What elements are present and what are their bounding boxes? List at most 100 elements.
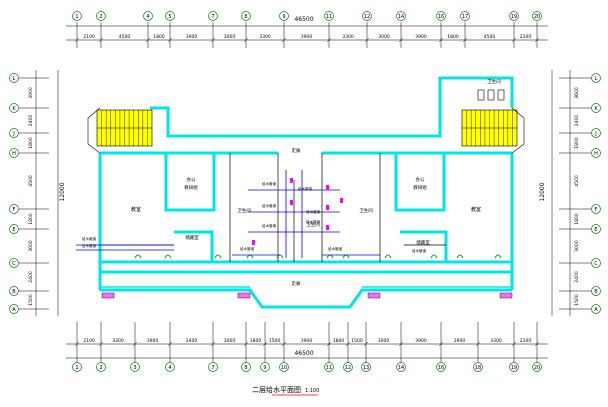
grid-bubble-top xyxy=(165,11,175,21)
bay-east xyxy=(511,107,525,154)
dim-text-top: 3000 xyxy=(224,34,236,40)
total-dim-bottom: 46500 xyxy=(294,350,313,357)
dim-text-bottom: 3400 xyxy=(186,338,198,344)
room-label-center-right: 卫生间 xyxy=(359,207,373,214)
grid-label-left: K xyxy=(12,106,16,112)
grid-bubble-top xyxy=(241,11,251,21)
grid-bubble-right xyxy=(591,204,601,214)
grid-label-left: F xyxy=(13,207,16,213)
wall xyxy=(150,76,514,138)
grid-bubble-bottom xyxy=(324,362,334,372)
drawing-scale: 1:100 xyxy=(305,388,319,394)
grid-label-top: 11 xyxy=(326,14,332,20)
dim-tick-top xyxy=(167,37,173,43)
dim-text-right: 2400 xyxy=(574,115,580,127)
room-label-corridor-top: 走廊 xyxy=(292,147,301,154)
grid-bubble-bottom xyxy=(279,362,289,372)
grid-bubble-bottom xyxy=(361,362,371,372)
grid-label-left: L xyxy=(13,76,16,82)
grid-label-bottom: 7 xyxy=(211,365,214,371)
dim-tick-bottom xyxy=(243,341,249,347)
grid-label-right: B xyxy=(594,289,598,295)
wall xyxy=(164,153,216,212)
grid-bubble-bottom xyxy=(532,362,542,372)
room-label-west-office: 办公 xyxy=(187,176,196,183)
dim-text-bottom: 1500 xyxy=(351,338,363,344)
grid-bubble-bottom xyxy=(396,362,406,372)
dim-text-top: 4500 xyxy=(484,34,496,40)
drawing-title: 二层给水平面图 xyxy=(252,385,301,394)
grid-bubble-bottom xyxy=(473,362,483,372)
room-label-east-annex: 卫生间 xyxy=(487,78,501,85)
dim-text-bottom: 3000 xyxy=(224,338,236,344)
grid-bubble-left xyxy=(9,148,19,158)
dim-text-left: 1800 xyxy=(28,137,34,149)
grid-bubble-top xyxy=(208,11,218,21)
dim-tick-top xyxy=(98,37,104,43)
grid-bubble-right xyxy=(591,148,601,158)
dim-tick-bottom xyxy=(210,341,216,347)
door-arc xyxy=(164,254,172,259)
room-label-west-office2: 教研组 xyxy=(184,184,198,191)
pipe-label: 给水管道 xyxy=(82,243,96,248)
dim-text-right: 1500 xyxy=(574,294,580,306)
grid-bubble-bottom xyxy=(241,362,251,372)
grid-label-left: A xyxy=(12,307,16,313)
dim-text-bottom: 3900 xyxy=(147,338,159,344)
grid-bubble-top xyxy=(279,11,289,21)
grid-label-right: H xyxy=(594,151,598,157)
grid-bubble-right xyxy=(591,258,601,268)
grid-label-top: 20 xyxy=(534,14,540,20)
pink-fixture xyxy=(237,292,251,299)
dim-text-top: 3900 xyxy=(415,34,427,40)
pipe-label: 给水管道 xyxy=(262,203,276,208)
grid-bubble-top xyxy=(532,11,542,21)
door-arc xyxy=(246,254,254,259)
pipe-label: 给水管道 xyxy=(328,246,342,251)
grid-label-bottom: 8 xyxy=(244,365,247,371)
grid-label-bottom: 18 xyxy=(475,365,481,371)
pipe-label: 给水管道 xyxy=(306,219,320,224)
dim-text-left: 2400 xyxy=(28,115,34,127)
grid-label-bottom: 20 xyxy=(534,365,540,371)
dim-text-left: 1800 xyxy=(28,213,34,225)
total-dim-right: 12000 xyxy=(539,182,546,201)
dim-text-bottom: 3900 xyxy=(454,338,466,344)
riser-mark xyxy=(340,198,343,203)
pipe-label: 给水管道 xyxy=(412,248,426,253)
room-label-east-office: 办公 xyxy=(416,176,425,183)
grid-label-bottom: 11 xyxy=(326,365,332,371)
dim-text-right: 3000 xyxy=(574,240,580,252)
dim-tick-bottom xyxy=(132,341,138,347)
dim-text-top: 1800 xyxy=(153,34,165,40)
dim-tick-top xyxy=(438,37,444,43)
dim-text-bottom: 1800 xyxy=(333,338,345,344)
wall xyxy=(98,153,514,274)
grid-bubble-top xyxy=(143,11,153,21)
fixture xyxy=(487,89,495,101)
dim-tick-top xyxy=(398,37,404,43)
grid-bubble-left xyxy=(9,103,19,113)
grid-label-bottom: 3 xyxy=(133,365,136,371)
riser-mark xyxy=(290,200,293,205)
dim-text-bottom: 3000 xyxy=(378,338,390,344)
grid-bubble-right xyxy=(591,224,601,234)
grid-bubble-right xyxy=(591,73,601,83)
grid-bubble-left xyxy=(9,128,19,138)
riser-mark xyxy=(326,225,329,230)
riser-mark xyxy=(326,205,329,210)
pipe-label: 给水管道 xyxy=(262,223,276,228)
dim-text-left: 2400 xyxy=(28,271,34,283)
dim-text-bottom: 1800 xyxy=(250,338,262,344)
dim-tick-bottom xyxy=(438,341,444,347)
dim-text-bottom: 2100 xyxy=(520,338,532,344)
grid-bubble-bottom xyxy=(436,362,446,372)
grid-bubble-top xyxy=(460,11,470,21)
grid-bubble-top xyxy=(324,11,334,21)
grid-bubble-bottom xyxy=(130,362,140,372)
grid-bubble-bottom xyxy=(96,362,106,372)
grid-label-right: F xyxy=(595,207,598,213)
room-label-west-big: 教室 xyxy=(131,206,141,213)
dim-text-bottom: 1500 xyxy=(269,338,281,344)
